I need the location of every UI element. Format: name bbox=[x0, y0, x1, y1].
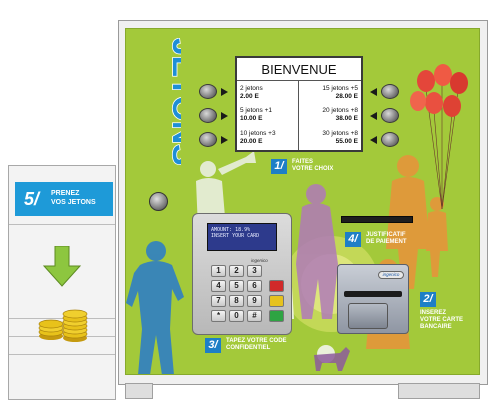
receipt-slot[interactable] bbox=[341, 216, 413, 223]
key-5[interactable]: 5 bbox=[229, 280, 244, 292]
dispenser-step-number: 5/ bbox=[24, 189, 40, 209]
cancel-key[interactable] bbox=[269, 280, 284, 292]
key-3[interactable]: 3 bbox=[247, 265, 262, 277]
arrow-right-icon bbox=[221, 88, 228, 96]
jetons-logo: JETONS bbox=[165, 38, 181, 166]
dog-silhouette bbox=[314, 347, 350, 371]
down-arrow-icon bbox=[42, 246, 82, 287]
card-slot[interactable] bbox=[344, 291, 402, 297]
select-button-right-3[interactable] bbox=[381, 132, 399, 147]
select-button-right-1[interactable] bbox=[381, 84, 399, 99]
dispenser-header: 5/ PRENEZ VOS JETONS bbox=[15, 182, 113, 216]
balloons-icon bbox=[410, 64, 468, 210]
machine-foot bbox=[125, 383, 153, 399]
arrow-left-icon bbox=[370, 136, 377, 144]
card-reader[interactable]: ingenico bbox=[337, 264, 409, 334]
step-number: 1/ bbox=[271, 159, 287, 174]
machine-foot bbox=[398, 383, 480, 399]
key-8[interactable]: 8 bbox=[229, 295, 244, 307]
key-4[interactable]: 4 bbox=[211, 280, 226, 292]
card-reader-brand: ingenico bbox=[378, 271, 404, 279]
card-reader-housing bbox=[348, 303, 388, 329]
validate-key[interactable] bbox=[269, 310, 284, 322]
man-silhouette bbox=[126, 241, 184, 374]
pin-pad-terminal: AMOUNT: 18.9% INSERT YOUR CARD ingenico … bbox=[192, 213, 292, 335]
arrow-right-icon bbox=[221, 136, 228, 144]
screen-title: BIENVENUE bbox=[261, 62, 337, 77]
step-number: 3/ bbox=[205, 338, 221, 353]
key-1[interactable]: 1 bbox=[211, 265, 226, 277]
dispenser-instruction: PRENEZ VOS JETONS bbox=[51, 190, 96, 206]
select-button-left-1[interactable] bbox=[199, 84, 217, 99]
key-star[interactable]: * bbox=[211, 310, 226, 322]
select-button-left-2[interactable] bbox=[199, 108, 217, 123]
lock-icon bbox=[149, 192, 168, 211]
dispenser-divider bbox=[9, 224, 115, 225]
coin-stack-icon bbox=[38, 309, 88, 342]
select-button-right-2[interactable] bbox=[381, 108, 399, 123]
key-6[interactable]: 6 bbox=[247, 280, 262, 292]
correct-key[interactable] bbox=[269, 295, 284, 307]
dispenser-divider bbox=[9, 318, 115, 319]
key-7[interactable]: 7 bbox=[211, 295, 226, 307]
svg-text:JETONS: JETONS bbox=[166, 38, 181, 165]
arrow-left-icon bbox=[370, 88, 377, 96]
key-2[interactable]: 2 bbox=[229, 265, 244, 277]
key-0[interactable]: 0 bbox=[229, 310, 244, 322]
key-hash[interactable]: # bbox=[247, 310, 262, 322]
step-number: 2/ bbox=[420, 292, 436, 307]
token-tray[interactable] bbox=[37, 298, 93, 344]
woman-silhouette bbox=[296, 184, 338, 319]
dispenser-divider bbox=[9, 354, 115, 355]
pin-pad-display: AMOUNT: 18.9% INSERT YOUR CARD bbox=[207, 223, 277, 251]
screen-divider bbox=[237, 80, 361, 81]
select-button-left-3[interactable] bbox=[199, 132, 217, 147]
arrow-left-icon bbox=[370, 112, 377, 120]
token-dispenser: 5/ PRENEZ VOS JETONS bbox=[8, 165, 116, 400]
key-9[interactable]: 9 bbox=[247, 295, 262, 307]
pin-pad-brand: ingenico bbox=[251, 258, 268, 263]
screen-divider bbox=[298, 81, 299, 150]
step-number: 4/ bbox=[345, 232, 361, 247]
arrow-right-icon bbox=[221, 112, 228, 120]
